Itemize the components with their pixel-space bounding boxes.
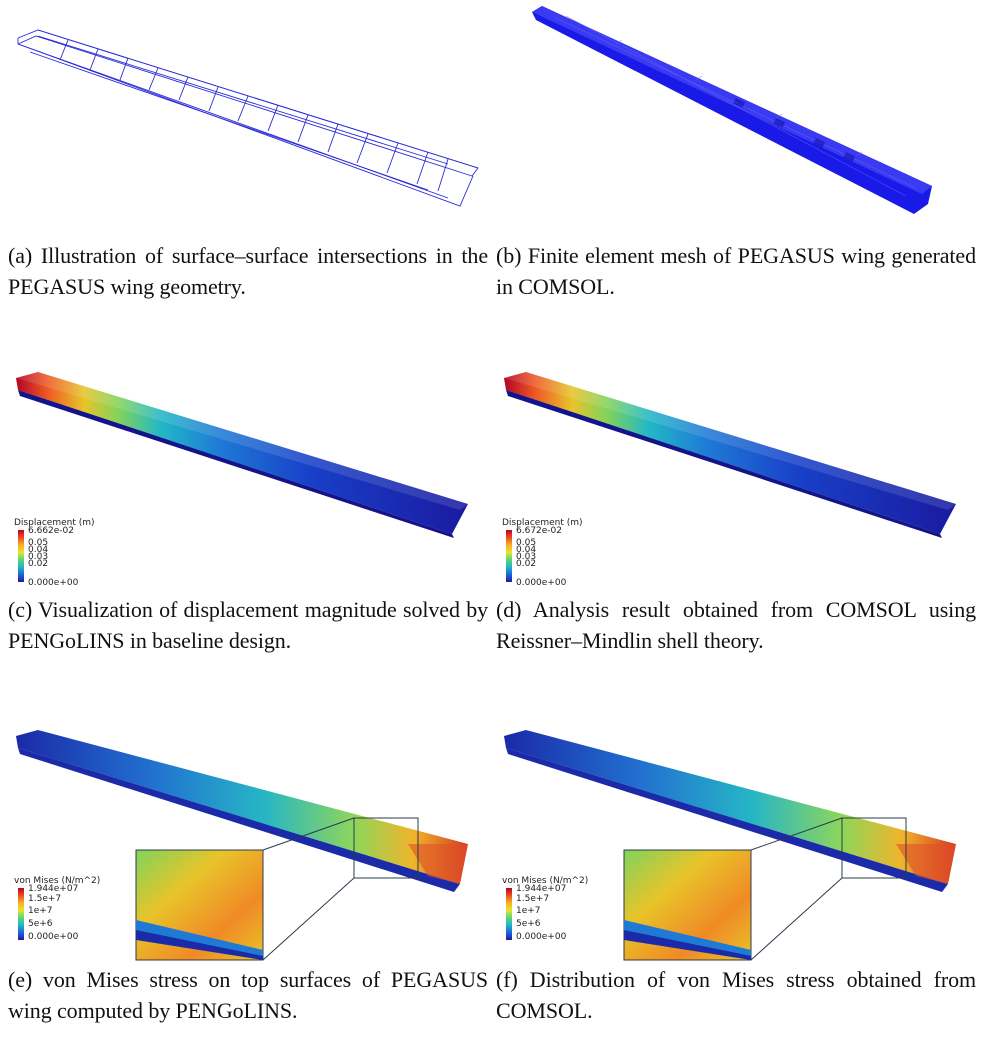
legend-tick: 0.05 [516, 538, 537, 548]
wing-wireframe-figure [8, 0, 488, 240]
legend-tick: 1.5e+7 [516, 894, 550, 904]
displacement-contour-image [504, 372, 956, 538]
caption-e: (e) von Mises stress on top surfaces of … [8, 967, 488, 1023]
displacement-figure-pengolins: Displacement (m) 6.662e-02 0.05 0.04 0.0… [8, 354, 488, 594]
legend-tick: 1.5e+7 [28, 894, 62, 904]
legend-tick-max: 1.944e+07 [516, 884, 567, 894]
displacement-figure-comsol: Displacement (m) 6.672e-02 0.05 0.04 0.0… [496, 354, 976, 594]
legend-title: Displacement (m) [14, 518, 95, 528]
wing-wireframe-image [17, 29, 479, 207]
legend-tick-min: 0.000e+00 [516, 578, 567, 588]
color-scale-bar [506, 530, 512, 582]
subfigure-c: Displacement (m) 6.662e-02 0.05 0.04 0.0… [8, 354, 488, 656]
legend-tick: 1e+7 [28, 906, 53, 916]
color-scale-bar [18, 888, 24, 940]
wing-mesh-image [532, 6, 932, 214]
legend-tick: 5e+6 [28, 919, 53, 929]
legend-tick: 0.03 [28, 552, 49, 562]
legend-tick: 0.05 [28, 538, 49, 548]
caption-b: (b) Finite element mesh of PEGASUS wing … [496, 243, 976, 299]
subfigure-f: von Mises (N/m^2) 1.944e+07 1.5e+7 1e+7 … [496, 724, 976, 1026]
legend-tick-max: 6.662e-02 [28, 526, 75, 536]
displacement-contour-image [16, 372, 468, 538]
subfigure-e: von Mises (N/m^2) 1.944e+07 1.5e+7 1e+7 … [8, 724, 488, 1026]
legend-tick: 0.04 [516, 545, 537, 555]
subfigure-b: (b) Finite element mesh of PEGASUS wing … [496, 0, 976, 302]
caption-c: (c) Visualization of displacement magnit… [8, 597, 488, 653]
legend-tick: 0.03 [516, 552, 537, 562]
legend-tick-max: 6.672e-02 [516, 526, 563, 536]
subfigure-a: (a) Illustration of surface–surface inte… [8, 0, 488, 302]
legend-tick: 5e+6 [516, 919, 541, 929]
stress-figure-comsol: von Mises (N/m^2) 1.944e+07 1.5e+7 1e+7 … [496, 724, 976, 964]
color-scale-bar [506, 888, 512, 940]
stress-legend: von Mises (N/m^2) 1.944e+07 1.5e+7 1e+7 … [14, 876, 124, 956]
stress-contour-image [504, 730, 956, 961]
caption-a: (a) Illustration of surface–surface inte… [8, 243, 488, 299]
legend-title: Displacement (m) [502, 518, 583, 528]
legend-tick-min: 0.000e+00 [516, 932, 567, 942]
legend-tick: 1e+7 [516, 906, 541, 916]
legend-title: von Mises (N/m^2) [502, 876, 589, 886]
subfigure-d: Displacement (m) 6.672e-02 0.05 0.04 0.0… [496, 354, 976, 656]
legend-tick: 0.04 [28, 545, 49, 555]
legend-tick-min: 0.000e+00 [28, 578, 79, 588]
wing-mesh-figure [496, 0, 976, 240]
legend-title: von Mises (N/m^2) [14, 876, 101, 886]
legend-tick-min: 0.000e+00 [28, 932, 79, 942]
legend-tick: 0.02 [516, 559, 537, 569]
displacement-legend: Displacement (m) 6.662e-02 0.05 0.04 0.0… [14, 518, 114, 594]
legend-tick-max: 1.944e+07 [28, 884, 79, 894]
caption-f: (f) Distribution of von Mises stress obt… [496, 967, 976, 1023]
stress-figure-pengolins: von Mises (N/m^2) 1.944e+07 1.5e+7 1e+7 … [8, 724, 488, 964]
stress-legend: von Mises (N/m^2) 1.944e+07 1.5e+7 1e+7 … [502, 876, 612, 956]
color-scale-bar [18, 530, 24, 582]
stress-contour-image [16, 730, 468, 961]
displacement-legend: Displacement (m) 6.672e-02 0.05 0.04 0.0… [502, 518, 602, 594]
legend-tick: 0.02 [28, 559, 49, 569]
caption-d: (d) Analysis result obtained from COMSOL… [496, 597, 976, 653]
